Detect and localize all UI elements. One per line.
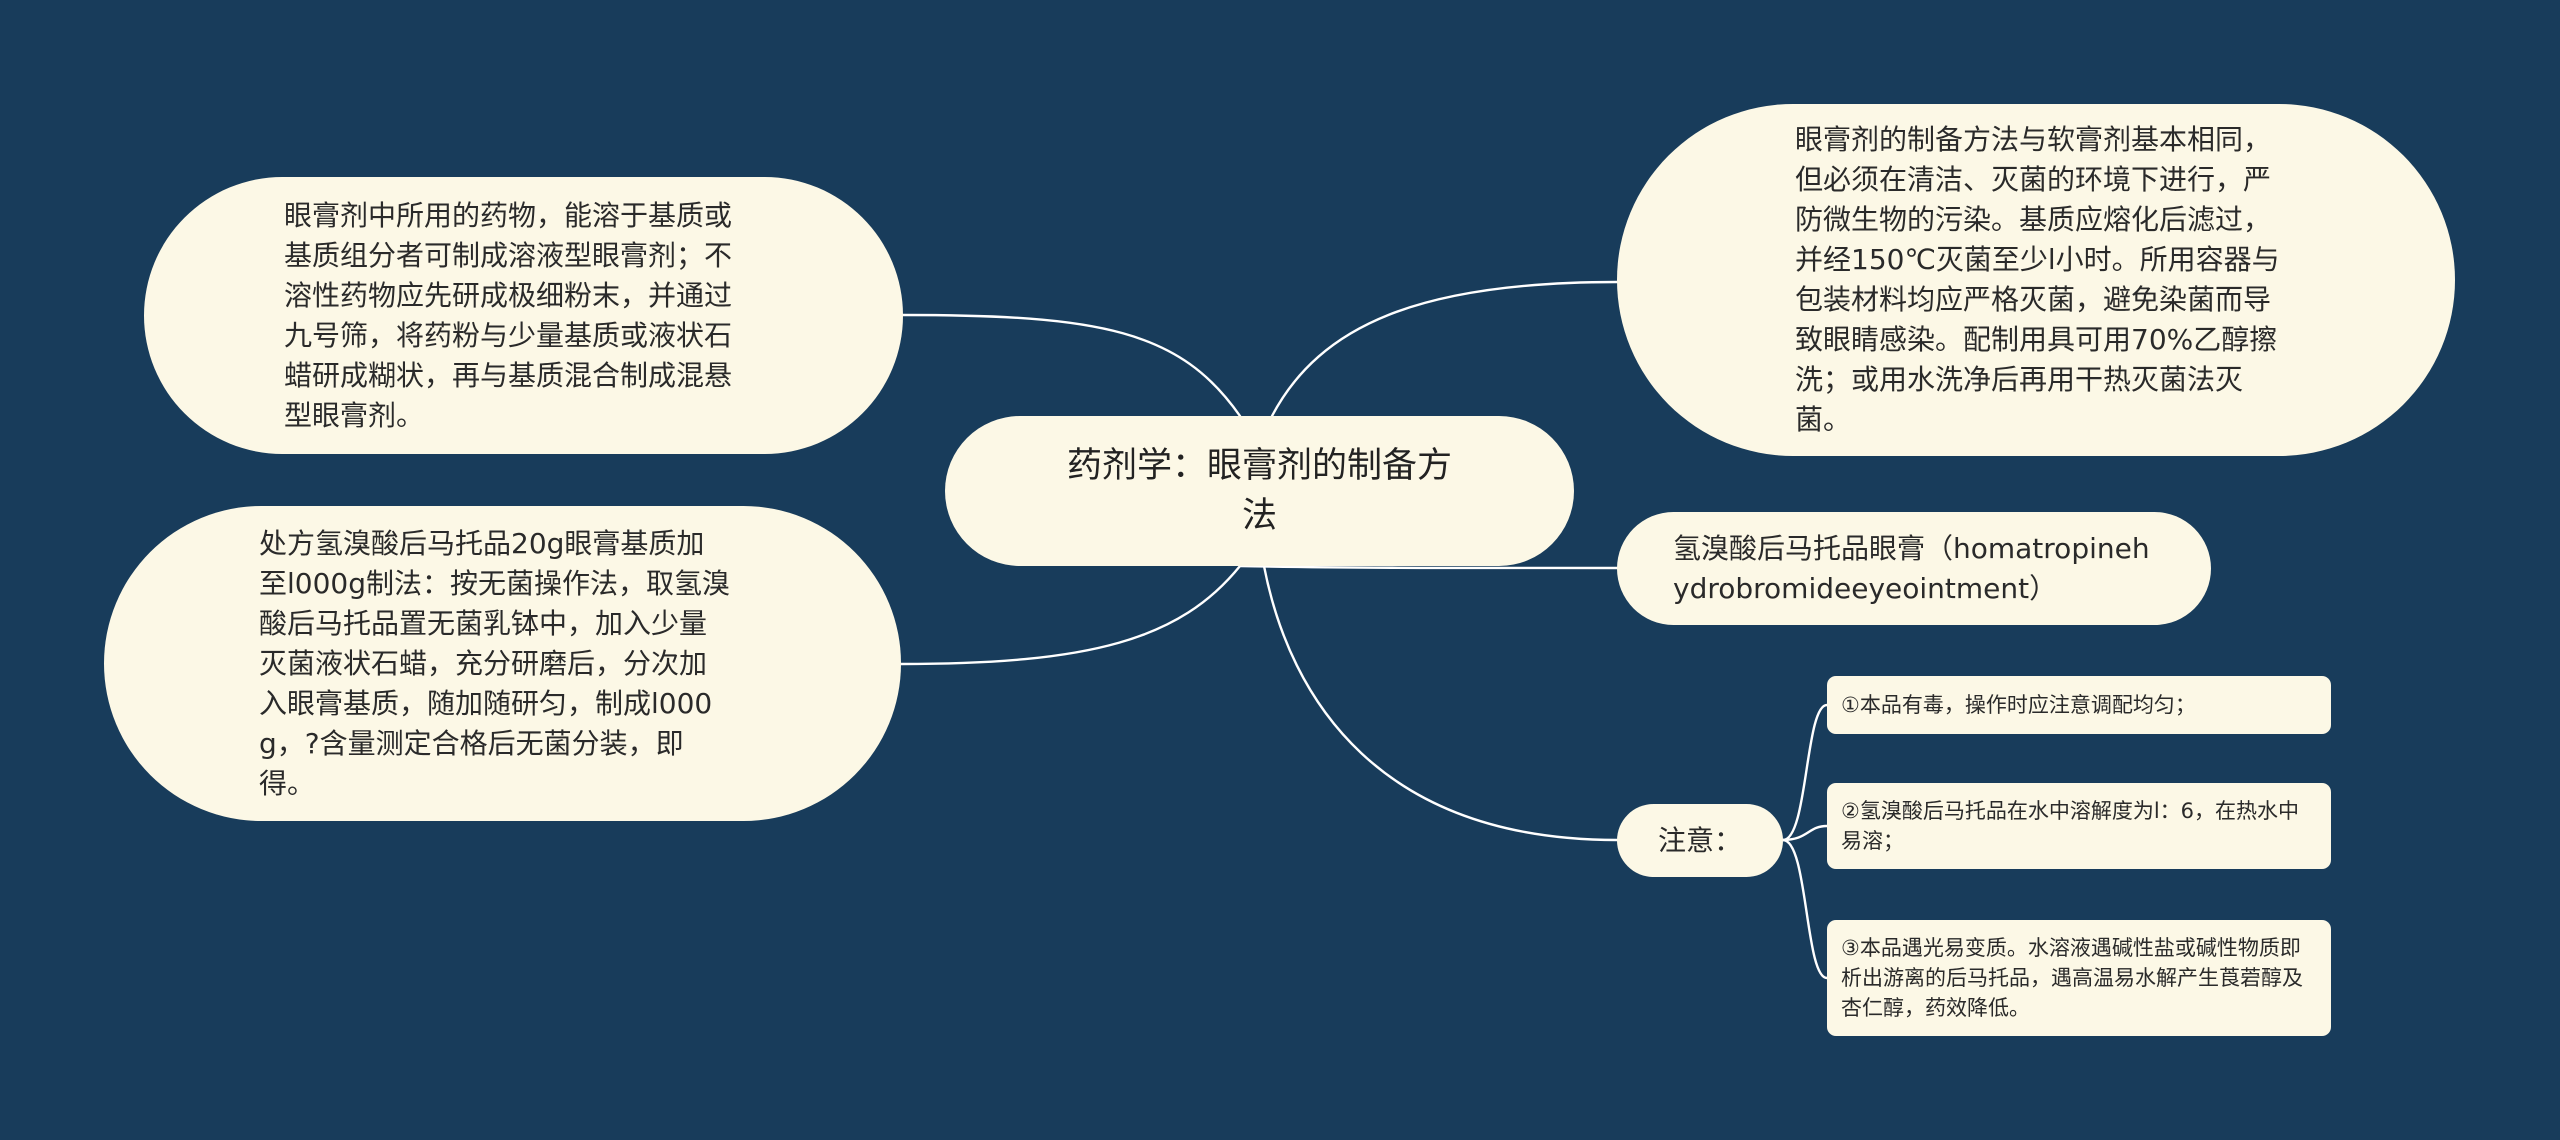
topic-right-preparation-method[interactable]: 眼膏剂的制备方法与软膏剂基本相同，但必须在清洁、灭菌的环境下进行，严防微生物的污…: [1617, 104, 2455, 456]
topic-left-prescription[interactable]: 处方氢溴酸后马托品20g眼膏基质加至l000g制法：按无菌操作法，取氢溴酸后马托…: [104, 506, 901, 821]
connector-note-card2: [1781, 824, 1829, 842]
topic-right-1-text: 眼膏剂的制备方法与软膏剂基本相同，但必须在清洁、灭菌的环境下进行，严防微生物的污…: [1795, 123, 2280, 436]
connector-center-right1: [1270, 280, 1619, 418]
topic-right-homatropine-ointment[interactable]: 氢溴酸后马托品眼膏（homatropinehydrobromideeyeoint…: [1617, 512, 2211, 625]
central-topic-text: 药剂学：眼膏剂的制备方法: [1066, 446, 1452, 536]
topic-note-label: 注意：: [1657, 823, 1742, 857]
topic-left-dissolving-drugs[interactable]: 眼膏剂中所用的药物，能溶于基质或基质组分者可制成溶液型眼膏剂；不溶性药物应先研成…: [144, 177, 903, 454]
note-item-light-sensitive[interactable]: ③本品遇光易变质。水溶液遇碱性盐或碱性物质即析出游离的后马托品，遇高温易水解产生…: [1827, 920, 2331, 1036]
topic-note[interactable]: 注意：: [1617, 804, 1783, 877]
note-item-toxic[interactable]: ①本品有毒，操作时应注意调配均匀；: [1827, 676, 2331, 734]
note-item-2-text: ②氢溴酸后马托品在水中溶解度为l：6，在热水中易溶；: [1841, 799, 2300, 853]
connector-note-card3: [1781, 838, 1829, 980]
topic-left-2-text: 处方氢溴酸后马托品20g眼膏基质加至l000g制法：按无菌操作法，取氢溴酸后马托…: [259, 526, 730, 800]
topic-left-1-text: 眼膏剂中所用的药物，能溶于基质或基质组分者可制成溶液型眼膏剂；不溶性药物应先研成…: [284, 198, 733, 432]
connector-center-note: [1262, 564, 1619, 842]
connector-center-left2: [899, 564, 1242, 666]
connector-center-left1: [901, 313, 1242, 418]
connector-center-right2: [1238, 564, 1619, 570]
topic-right-2-text: 氢溴酸后马托品眼膏（homatropinehydrobromideeyeoint…: [1673, 531, 2150, 605]
connector-note-card1: [1781, 703, 1829, 842]
note-item-3-text: ③本品遇光易变质。水溶液遇碱性盐或碱性物质即析出游离的后马托品，遇高温易水解产生…: [1841, 936, 2303, 1020]
note-item-solubility[interactable]: ②氢溴酸后马托品在水中溶解度为l：6，在热水中易溶；: [1827, 783, 2331, 869]
note-item-1-text: ①本品有毒，操作时应注意调配均匀；: [1841, 693, 2196, 717]
central-topic[interactable]: 药剂学：眼膏剂的制备方法: [945, 416, 1574, 566]
